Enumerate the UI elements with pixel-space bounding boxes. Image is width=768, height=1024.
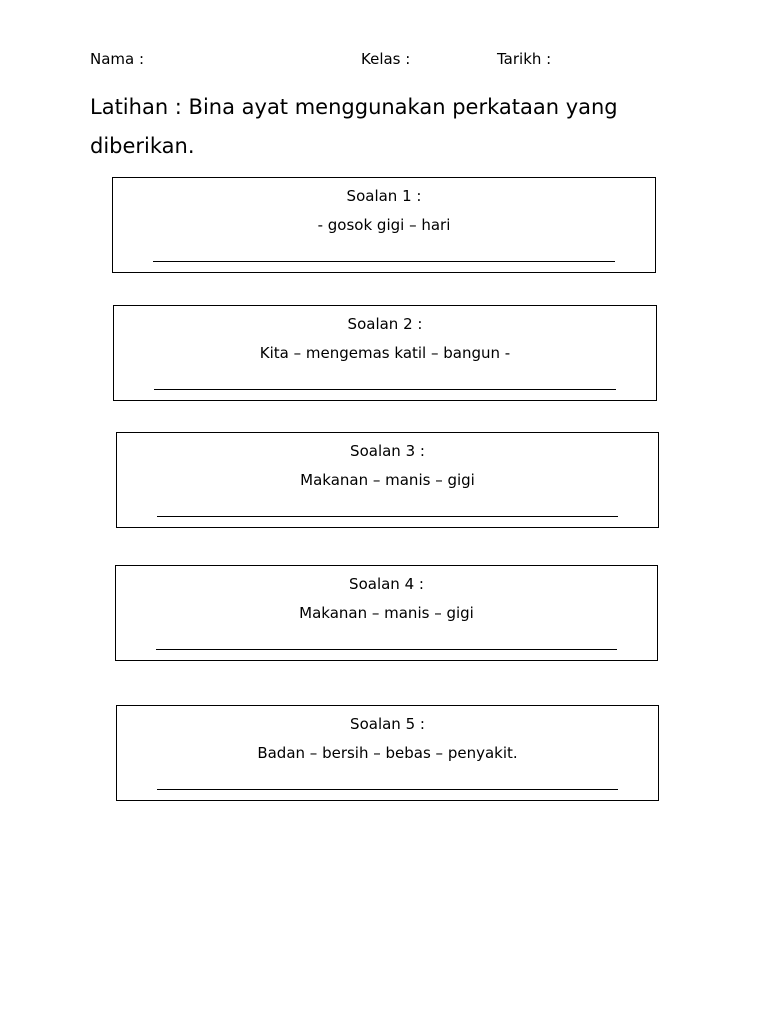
question-label: Soalan 3 :: [350, 442, 425, 460]
question-box-4: Soalan 4 : Makanan – manis – gigi: [115, 565, 658, 661]
question-label: Soalan 2 :: [347, 315, 423, 333]
kelas-label: Kelas :: [361, 50, 411, 68]
question-label: Soalan 4 :: [349, 575, 424, 593]
answer-line[interactable]: [157, 516, 618, 517]
question-words: Makanan – manis – gigi: [300, 471, 475, 489]
answer-line[interactable]: [153, 261, 615, 262]
question-box-2: Soalan 2 : Kita – mengemas katil – bangu…: [113, 305, 657, 401]
exercise-instruction: Latihan : Bina ayat menggunakan perkataa…: [90, 95, 618, 158]
question-words: - gosok gigi – hari: [317, 216, 451, 234]
question-words: Kita – mengemas katil – bangun -: [259, 344, 511, 362]
question-words: Makanan – manis – gigi: [299, 604, 474, 622]
answer-line[interactable]: [154, 389, 616, 390]
nama-label: Nama :: [90, 50, 145, 68]
answer-line[interactable]: [157, 789, 618, 790]
question-box-5: Soalan 5 : Badan – bersih – bebas – peny…: [116, 705, 659, 801]
question-label: Soalan 5 :: [350, 715, 425, 733]
answer-line[interactable]: [156, 649, 617, 650]
question-label: Soalan 1 :: [346, 187, 422, 205]
tarikh-label: Tarikh :: [497, 50, 552, 68]
question-box-1: Soalan 1 : - gosok gigi – hari: [112, 177, 656, 273]
question-box-3: Soalan 3 : Makanan – manis – gigi: [116, 432, 659, 528]
question-words: Badan – bersih – bebas – penyakit.: [257, 744, 518, 762]
